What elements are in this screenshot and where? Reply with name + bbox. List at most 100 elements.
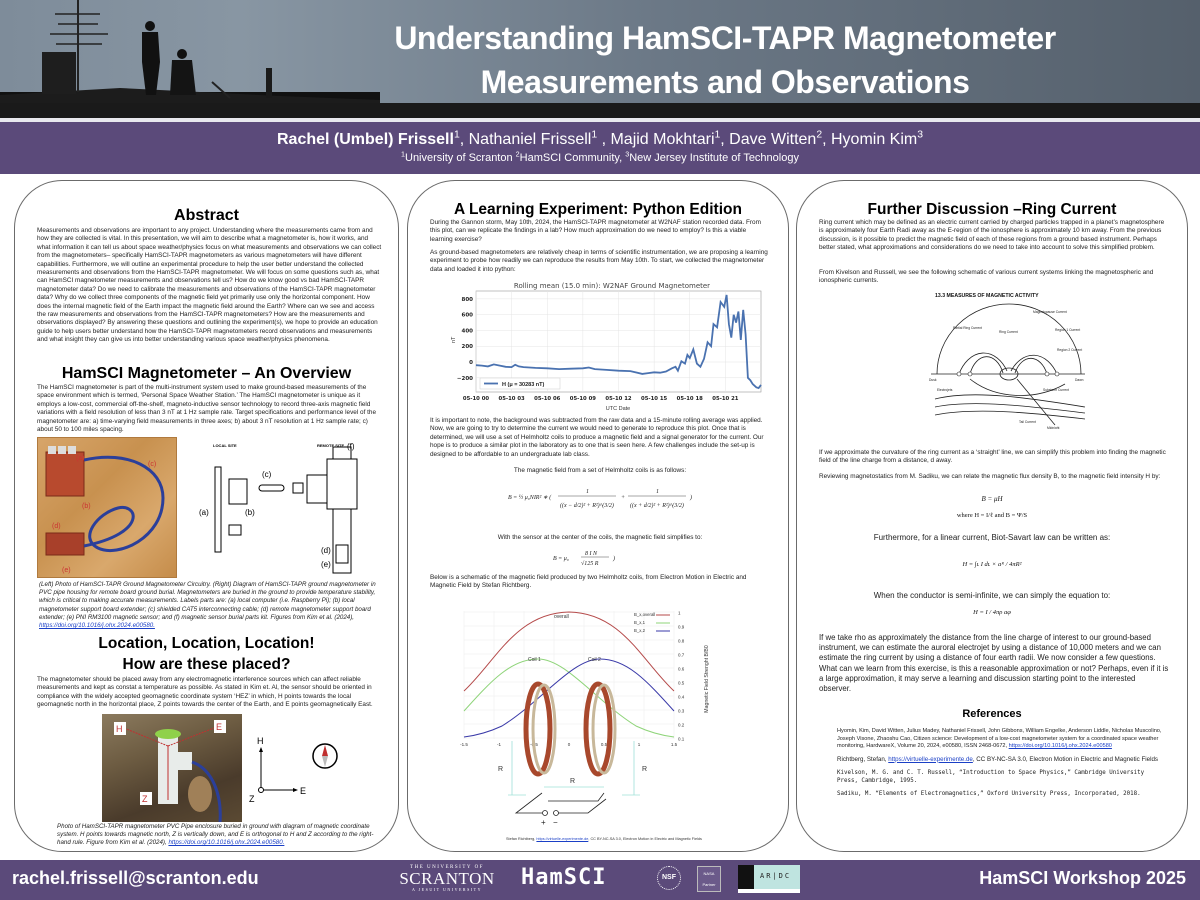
pvc-housing-diagram: LOCAL SITE REMOTE SITE (f) (a) (b) (c) (… [199, 442, 358, 574]
reference-web-link[interactable]: https://virtuelle-experimente.de [888, 755, 973, 763]
virtuelle-experimente-link[interactable]: https://virtuelle-experimente.de [536, 837, 589, 841]
axis-z-label: Z [249, 794, 255, 804]
affiliation: New Jersey Institute of Technology [629, 152, 799, 164]
author-sup: 2 [816, 129, 823, 141]
poster-title: Understanding HamSCI-TAPR Magnetometer M… [360, 16, 1090, 104]
svg-text:05-10 00: 05-10 00 [463, 396, 489, 402]
credit-license: , CC BY-NC-SA 3.0, Electron Motion in El… [588, 837, 702, 841]
svg-text:0.9: 0.9 [678, 625, 685, 630]
photo-label-z: Z [142, 794, 148, 804]
scranton-logo: THE UNIVERSITY OF SCRANTON A JESUIT UNIV… [388, 865, 506, 892]
helmholtz-y-label: Magnetic Field Strenght B/B0 [704, 645, 710, 713]
h-and-b-definitions: where H = I/ℓ and B = Ψ/S [956, 512, 1028, 519]
reference-item: Richtberg, Stefan, https://virtuelle-exp… [837, 756, 1167, 764]
photo-label-e: (e) [62, 567, 71, 574]
diagram-label-b: (b) [245, 508, 255, 517]
aff-sup: 3 [625, 150, 630, 159]
svg-text:): ) [689, 494, 692, 501]
author-sup: 3 [917, 129, 923, 141]
location-heading-line2: How are these placed? [122, 656, 291, 673]
coil1-label: Coil 1 [528, 657, 541, 663]
chart-x-label: UTC Date [606, 406, 630, 412]
ardc-logo-mark [738, 865, 754, 889]
axis-h-label: H [257, 736, 264, 746]
contact-email[interactable]: rachel.frissell@scranton.edu [12, 868, 259, 888]
positive-terminal-label: + [541, 818, 546, 827]
b-mu-h-equation: B = μH [981, 495, 1003, 503]
reference-item: Hyomin, Kim, David Witten, Julius Madey,… [837, 728, 1167, 751]
overall-label: overall [554, 614, 569, 620]
coil-wiring [514, 792, 607, 816]
reference-doi-link[interactable]: https://doi.org/10.1016/j.ohx.2024.e0058… [1008, 743, 1112, 750]
svg-text:0: 0 [568, 742, 571, 747]
svg-text:1: 1 [586, 489, 589, 495]
w2naf-magnetometer-chart: Rolling mean (15.0 min): W2NAF Ground Ma… [451, 282, 762, 412]
reference-text: Hyomin, Kim, David Witten, Julius Madey,… [837, 728, 1162, 750]
label-substorm: Substorm Current [1043, 388, 1069, 392]
author-name: Majid Mokhtari [610, 131, 715, 148]
middle-panel: A Learning Experiment: Python Edition Du… [407, 180, 789, 852]
coil2-field-curve [463, 658, 675, 738]
photo-label-b: (b) [82, 503, 91, 510]
svg-text:0.5: 0.5 [678, 681, 685, 686]
center-field-equation: B = μ₀ 8 I N √125 R ) [553, 551, 615, 567]
svg-text:200: 200 [462, 344, 474, 350]
label-partial-ring: Partial Ring Current [953, 326, 982, 330]
svg-text:600: 600 [462, 313, 474, 319]
svg-text:0.7: 0.7 [678, 653, 685, 658]
abstract-text: Measurements and observations are import… [37, 227, 382, 344]
label-region1: Region 1 Current [1055, 328, 1080, 332]
ring-current-heading: Further Discussion –Ring Current [867, 201, 1117, 218]
sadiku-magnetostatics-text: Reviewing magnetostatics from M. Sadiku,… [819, 473, 1161, 480]
svg-text:√125 R: √125 R [581, 560, 599, 567]
figure2-caption: Photo of HamSCI-TAPR magnetometer PVC Pi… [57, 823, 377, 848]
helmholtz-equation: B = ½ μ₀NIR² ∗ ( 1 ((x − d/2)² + R²)^(3/… [508, 489, 692, 509]
location-text: The magnetometer should be placed away f… [37, 676, 373, 709]
svg-text:1: 1 [638, 742, 641, 747]
gannon-storm-text: During the Gannon storm, May 10th, 2024,… [430, 219, 761, 243]
left-panel: Abstract Measurements and observations a… [14, 180, 399, 852]
legend-coil2: B_x,2 [634, 628, 646, 633]
banner-floor [0, 103, 1200, 118]
chart-title: Rolling mean (15.0 min): W2NAF Ground Ma… [514, 282, 710, 290]
label-magnetopause: Magnetopause Current [1033, 310, 1067, 314]
author-name: Nathaniel Frissell [468, 131, 592, 148]
helmholtz-legend: B_x,overall B_x,1 B_x,2 [634, 612, 670, 633]
header-banner: Understanding HamSCI-TAPR Magnetometer M… [0, 0, 1200, 118]
reference-text: Richtberg, Stefan, [837, 755, 889, 763]
label-electrojets: Electrojets [937, 388, 953, 392]
figure2-doi-link[interactable]: https://doi.org/10.1016/j.ohx.2024.e0058… [168, 839, 285, 847]
remote-site-label: REMOTE SITE [317, 443, 344, 448]
schematic-title: 13.3 MEASURES OF MAGNETIC ACTIVITY [935, 293, 1039, 299]
reference-text: , CC BY-NC-SA 3.0, Electron Motion in El… [972, 755, 1158, 763]
svg-text:B = ½ μ₀NIR² ∗ (: B = ½ μ₀NIR² ∗ ( [508, 494, 552, 501]
abstract-heading: Abstract [174, 207, 239, 224]
rooftop-silhouette-image [0, 0, 380, 118]
svg-text:05-10 03: 05-10 03 [499, 396, 525, 402]
figure1-doi-link[interactable]: https://doi.org/10.1016/j.ohx.2024.e0058… [39, 622, 155, 630]
radius-label-right: R [642, 766, 647, 773]
location-heading-line1: Location, Location, Location! [98, 635, 315, 652]
coil-1-ring [523, 681, 557, 777]
kivelson-intro-text: From Kivelson and Russell, we see the fo… [819, 269, 1154, 285]
magnetometer-circuitry-photo: (a) (b) (c) (d) (e) [37, 437, 177, 578]
coil-2-ring [583, 681, 617, 777]
magnetic-activity-schematic: 13.3 MEASURES OF MAGNETIC ACTIVITY Magne… [929, 293, 1086, 429]
affiliation: HamSCI Community, [519, 152, 623, 164]
label-ring-current: Ring Current [999, 330, 1018, 334]
reference-item: Sadiku, M. “Elements of Electromagnetics… [837, 790, 1141, 797]
pvc-photo-drawing: H E Z [114, 720, 226, 823]
overall-field-curve [463, 611, 675, 692]
svg-text:0.1: 0.1 [678, 737, 685, 742]
ring-current-text: Ring current which may be defined as an … [819, 219, 1165, 252]
learning-experiment-heading: A Learning Experiment: Python Edition [454, 201, 742, 218]
svg-text:0.5: 0.5 [601, 742, 608, 747]
label-tail-current: Tail Current [1019, 420, 1036, 424]
aff-sup: 2 [515, 150, 520, 159]
photo-label-a: (a) [76, 455, 85, 462]
diagram-label-e: (e) [321, 560, 331, 569]
biot-savart-equation: H = ∫ʟ I dʟ × aᴿ / 4πR² [962, 561, 1022, 568]
author-sup: 1 [591, 129, 598, 141]
author-name: Hyomin Kim [830, 131, 918, 148]
